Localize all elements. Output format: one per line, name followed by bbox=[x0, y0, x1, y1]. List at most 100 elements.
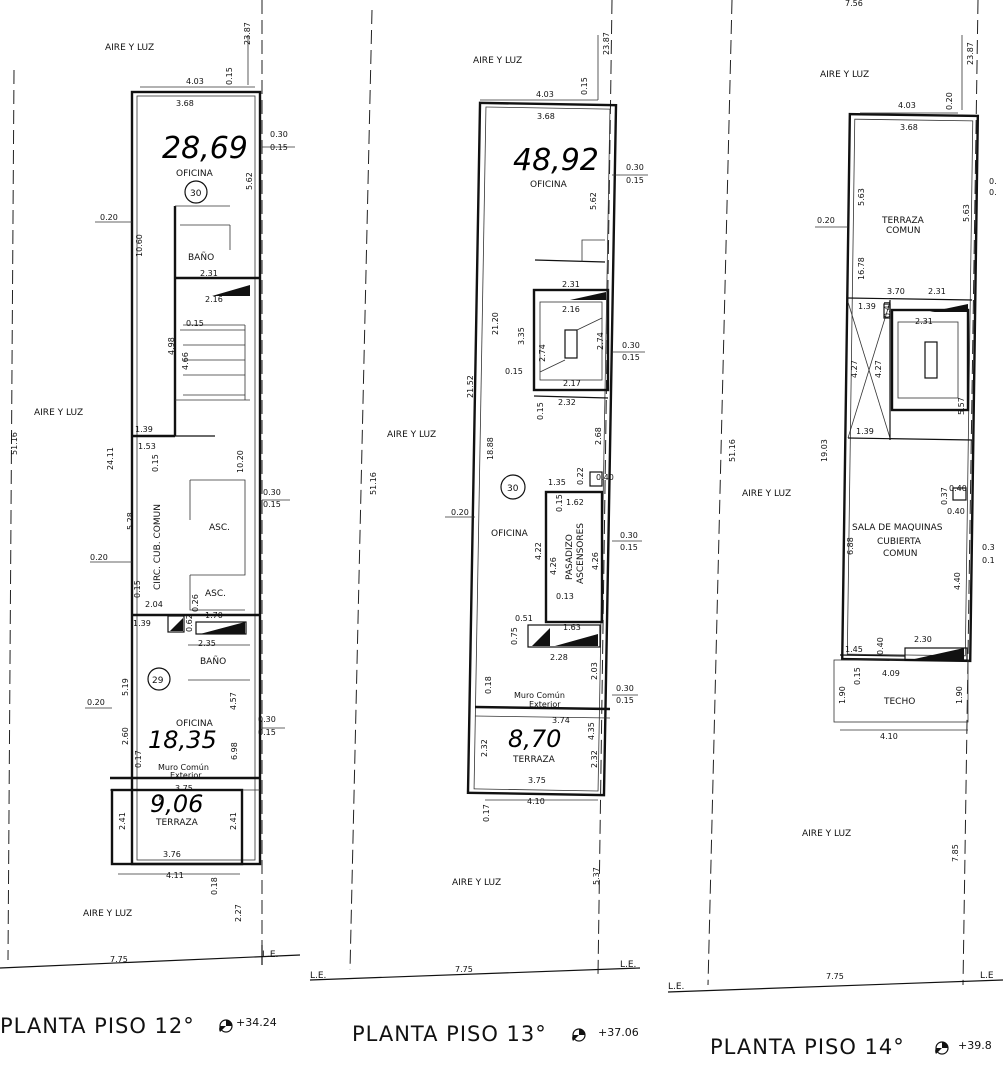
dimension: 2.74 bbox=[538, 344, 547, 362]
dimension: 0.15 bbox=[258, 728, 276, 737]
dimension: 24.11 bbox=[106, 447, 115, 470]
dimension: 5.57 bbox=[957, 397, 966, 415]
dimension: 5.19 bbox=[121, 678, 130, 696]
dimension: 0.13 bbox=[556, 592, 574, 601]
dimension: 0.22 bbox=[576, 467, 585, 485]
dimension: 3.35 bbox=[517, 327, 526, 345]
dimension: 0.40 bbox=[949, 484, 967, 493]
dimension: 0.20 bbox=[100, 213, 118, 222]
dimension: 21.20 bbox=[491, 312, 500, 335]
dimension: 4.03 bbox=[186, 77, 204, 86]
dimension: 0.17 bbox=[482, 804, 491, 822]
dimension: 5.63 bbox=[962, 204, 971, 222]
dimension: 1.63 bbox=[563, 623, 581, 632]
unit-number-circle bbox=[184, 180, 208, 204]
dimension: 7.75 bbox=[826, 972, 844, 981]
dimension: 2.30 bbox=[914, 635, 932, 644]
dimension: 3.74 bbox=[552, 716, 570, 725]
level-marker-icon bbox=[935, 1041, 949, 1055]
dimension: 4.03 bbox=[536, 90, 554, 99]
dimension: 7.85 bbox=[951, 844, 960, 862]
dimension: 0.15 bbox=[186, 319, 204, 328]
dimension: 0.26 bbox=[191, 594, 200, 612]
dimension: 23.87 bbox=[243, 22, 252, 45]
dimension: 0.75 bbox=[510, 627, 519, 645]
wall bbox=[581, 239, 605, 262]
dimension: 0.15 bbox=[225, 67, 234, 85]
duct-fill bbox=[555, 634, 598, 646]
dimension: 0.15 bbox=[263, 500, 281, 509]
le-label: L.E. bbox=[262, 950, 278, 960]
plan-piso-13: AIRE Y LUZ AIRE Y LUZ AIRE Y LUZ OFICINA… bbox=[309, 0, 648, 1046]
dimension: 4.27 bbox=[850, 360, 859, 378]
dimension: 2.31 bbox=[562, 280, 580, 289]
dimension: 2.16 bbox=[205, 295, 223, 304]
handwritten-area: 28,69 bbox=[162, 131, 248, 166]
dimension: 0.15 bbox=[536, 402, 545, 420]
dimension: 51.16 bbox=[369, 472, 378, 495]
dimension: 1.39 bbox=[856, 427, 874, 436]
room-label-comun: COMUN bbox=[883, 549, 917, 559]
room-label-techo: TECHO bbox=[883, 697, 915, 707]
aire-luz-label: AIRE Y LUZ bbox=[105, 43, 154, 53]
handwritten-area: 8,70 bbox=[508, 725, 561, 753]
dimension: 1.35 bbox=[548, 478, 566, 487]
dimension: 2.32 bbox=[480, 739, 489, 757]
dimension: 2.41 bbox=[229, 812, 238, 830]
aire-luz-label: AIRE Y LUZ bbox=[473, 56, 522, 66]
dimension: 7.56 bbox=[845, 0, 863, 8]
handwritten-area: 48,92 bbox=[513, 143, 599, 178]
dimension: 2.17 bbox=[563, 379, 581, 388]
wall bbox=[534, 259, 606, 263]
dimension: 0.30 bbox=[258, 715, 276, 724]
boundary-line bbox=[962, 0, 979, 986]
dimension: 1.45 bbox=[845, 645, 863, 654]
dimension: 3.75 bbox=[528, 776, 546, 785]
dimension: 4.98 bbox=[167, 337, 176, 355]
dimension: 1.39 bbox=[858, 302, 876, 311]
dimension: 0.30 bbox=[270, 130, 288, 139]
dimension: 6.88 bbox=[846, 537, 855, 555]
stair-well bbox=[924, 341, 938, 379]
dimension: 7.75 bbox=[455, 965, 473, 974]
dimension: 0. bbox=[989, 188, 997, 197]
dimension: 0.15 bbox=[626, 176, 644, 185]
terrace bbox=[110, 788, 244, 866]
wall bbox=[847, 297, 973, 301]
room-label-circ: CIRC. CUB. COMUN bbox=[153, 504, 163, 590]
dimension: 3.76 bbox=[163, 850, 181, 859]
dimension: 18.88 bbox=[486, 437, 495, 460]
room-label-asc: ASC. bbox=[209, 523, 230, 533]
room-label-bano: BAÑO bbox=[188, 252, 214, 263]
dimension: 0.40 bbox=[596, 473, 614, 482]
plan-caption: PLANTA PISO 13° bbox=[352, 1022, 547, 1046]
room-label-sala: SALA DE MAQUINAS bbox=[852, 523, 943, 533]
dimension: 2.31 bbox=[200, 269, 218, 278]
wall bbox=[847, 437, 973, 441]
plan-caption: PLANTA PISO 12° bbox=[0, 1014, 195, 1038]
aire-luz-label: AIRE Y LUZ bbox=[34, 408, 83, 418]
dimension: 0.40 bbox=[947, 507, 965, 516]
dimension: 0.18 bbox=[210, 877, 219, 895]
dimension: 4.10 bbox=[527, 797, 545, 806]
plan-caption: PLANTA PISO 14° bbox=[710, 1035, 905, 1059]
void-diagonal bbox=[847, 301, 891, 439]
dimension: 0.20 bbox=[817, 216, 835, 225]
dimension: 2.41 bbox=[118, 812, 127, 830]
le-label: L.E. bbox=[310, 971, 326, 981]
facade-wall bbox=[474, 715, 611, 719]
duct-fill bbox=[910, 648, 964, 660]
level-marker-icon bbox=[572, 1028, 586, 1042]
dimension: 0.15 bbox=[151, 454, 160, 472]
room-label-terraza: TERRAZA bbox=[155, 818, 199, 828]
dimension: 2.74 bbox=[596, 332, 605, 350]
room-label-ascensores: ASCENSORES bbox=[576, 523, 586, 584]
duct bbox=[952, 487, 967, 501]
property-line bbox=[0, 954, 301, 969]
boundary-line bbox=[597, 0, 613, 976]
duct-fill bbox=[212, 285, 250, 296]
dimension: 4.26 bbox=[591, 552, 600, 570]
muro-label: Muro Común bbox=[158, 763, 209, 772]
plan-piso-14: AIRE Y LUZ AIRE Y LUZ AIRE Y LUZ TERRAZA… bbox=[667, 0, 1003, 1059]
building-outline bbox=[466, 101, 618, 797]
